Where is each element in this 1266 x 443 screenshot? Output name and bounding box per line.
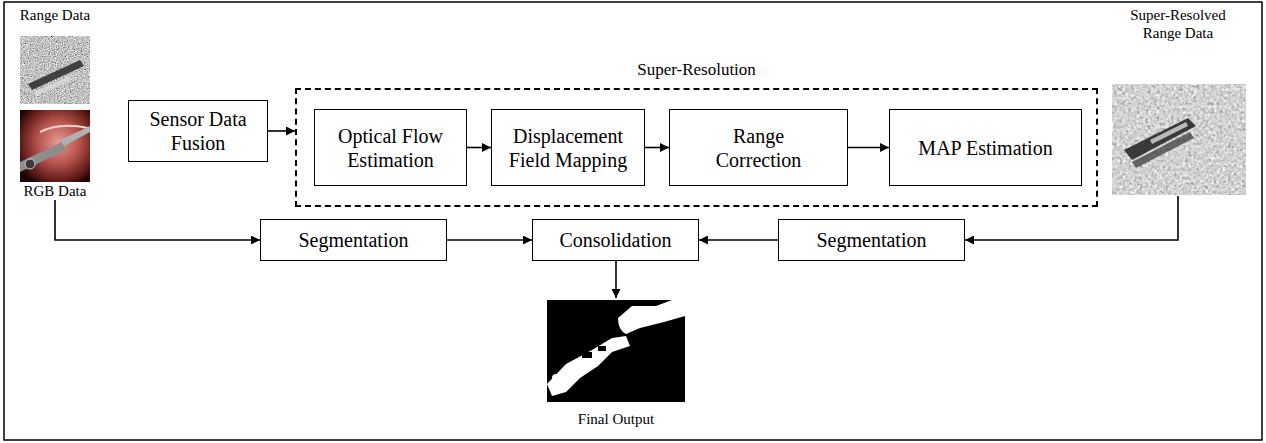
- process-box: Sensor Data Fusion: [128, 100, 268, 162]
- instrument: [20, 142, 66, 172]
- group-heading: Super-Resolution: [637, 60, 756, 80]
- process-box: Range Correction: [669, 109, 848, 186]
- box-label: MAP Estimation: [918, 136, 1052, 160]
- mask-region: [547, 336, 630, 396]
- box-label: Consolidation: [559, 228, 671, 252]
- image-caption: Super-Resolved Range Data: [1120, 6, 1236, 42]
- mask-hole: [582, 352, 592, 358]
- box-label: Segmentation: [817, 228, 927, 252]
- box-label: Sensor Data Fusion: [138, 107, 258, 155]
- mask-image: [547, 300, 685, 402]
- box-label: Segmentation: [299, 228, 409, 252]
- image-caption-node: Final Output: [540, 298, 692, 428]
- group-box: Super-ResolutionOptical Flow Estimation D…: [295, 58, 1098, 207]
- image-caption-node: Range Data: [14, 6, 96, 106]
- flow-arrow: [699, 239, 778, 241]
- mask-hole: [598, 346, 606, 351]
- box-label: Range Correction: [699, 124, 819, 172]
- mask-region: [618, 300, 685, 334]
- image-caption: Range Data: [20, 6, 90, 24]
- flow-arrow: [447, 239, 532, 241]
- instrument-shadow: [1132, 132, 1194, 168]
- flow-arrow: [467, 147, 491, 149]
- instrument-edge: [34, 76, 72, 96]
- instrument-tip: [25, 159, 35, 169]
- process-box: Displacement Field Mapping: [491, 109, 645, 186]
- flow-arrow: [848, 147, 889, 149]
- rgb-image: [20, 110, 90, 182]
- flow-arrow: [965, 196, 1178, 240]
- box-label: Optical Flow Estimation: [328, 124, 453, 172]
- instrument: [60, 126, 90, 146]
- process-box: MAP Estimation: [889, 109, 1082, 186]
- process-box: Segmentation: [778, 219, 965, 261]
- image-caption-node: Super-Resolved Range Data: [1108, 6, 1248, 196]
- flow-arrow: [55, 200, 260, 240]
- super-resolved-image: [1112, 84, 1246, 195]
- process-box: Optical Flow Estimation: [314, 109, 467, 186]
- outer-frame: [4, 2, 1262, 440]
- box-label: Displacement Field Mapping: [501, 124, 636, 172]
- flow-arrow: [268, 130, 295, 132]
- process-box: Segmentation: [260, 219, 447, 261]
- process-box: Consolidation: [532, 219, 699, 261]
- flow-arrow: [615, 261, 617, 298]
- mask-blob: [552, 374, 560, 382]
- range-image: [20, 36, 90, 104]
- image-caption: RGB Data: [24, 182, 87, 200]
- image-caption-node: RGB Data: [14, 108, 96, 200]
- flow-arrow: [645, 147, 669, 149]
- image-caption: Final Output: [578, 410, 654, 428]
